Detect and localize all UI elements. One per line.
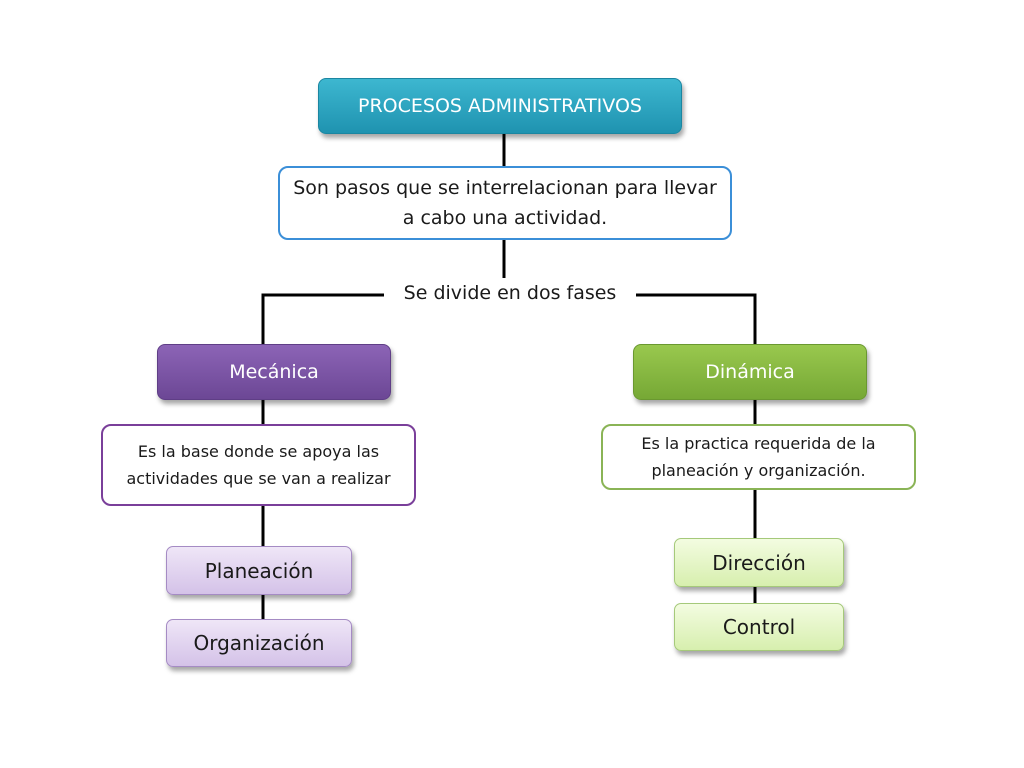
mecanica-node: Mecánica	[157, 344, 391, 400]
phases-label: Se divide en dos fases	[386, 278, 634, 308]
organizacion-node: Organización	[166, 619, 352, 667]
dinamica-node: Dinámica	[633, 344, 867, 400]
dinamica-description-node: Es la practica requerida de la planeació…	[601, 424, 916, 490]
definition-node: Son pasos que se interrelacionan para ll…	[278, 166, 732, 240]
mecanica-description-node: Es la base donde se apoya las actividade…	[101, 424, 416, 506]
connector-phases-mecanica	[261, 293, 384, 344]
direccion-node: Dirección	[674, 538, 844, 587]
planeacion-node: Planeación	[166, 546, 352, 595]
connector-phases-dinamica	[636, 293, 757, 344]
title-node: PROCESOS ADMINISTRATIVOS	[318, 78, 682, 134]
control-node: Control	[674, 603, 844, 651]
